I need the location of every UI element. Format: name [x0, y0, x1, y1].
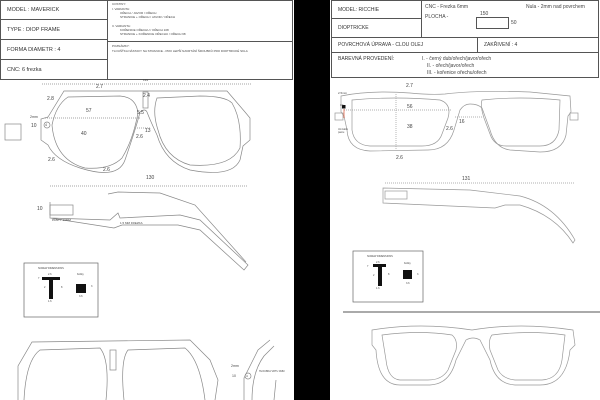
dim-bridge-w: 2.4	[143, 93, 150, 99]
dim-lens-h: 38	[407, 124, 413, 130]
screw-t-top: 2.6	[376, 261, 380, 264]
dim-pad: 2.5mm	[338, 91, 348, 95]
dim-bridge-h: 5.5	[137, 110, 144, 116]
dim-hinge: 4	[45, 123, 47, 127]
variant1-a: OŘECH / JAVOR / OŘECH	[120, 11, 157, 15]
color-variant-1: I. - černý dub/ořech/javor/ořech	[422, 56, 492, 62]
dim-bottom: 2.6	[396, 155, 403, 161]
variant1-title: I. VARIANTA:	[112, 7, 130, 11]
screw-t-bottom: 1.6	[48, 300, 52, 303]
left-drawing-sheet: MODEL : MAVERICK TYPE : DIOP FRAME FORMA…	[0, 0, 294, 400]
variant1-b: STRANICE + OŘECH / JAVOR / OŘECH	[120, 15, 176, 19]
dim-lens-h: 40	[81, 131, 87, 137]
nut-bottom: 3.6	[406, 282, 410, 285]
screw-t-right: 8	[61, 286, 63, 289]
screw-title: SCREW DIMENSIONS	[367, 255, 393, 258]
dim-top: 2.7	[406, 83, 413, 89]
dim-bridge: 16	[459, 119, 465, 125]
dim-side-h: 10	[340, 103, 344, 107]
plocha-height: 50	[511, 20, 517, 26]
nut-side: 3	[417, 273, 419, 276]
detail-hinge: 4	[246, 374, 248, 378]
nula-text: Nula - 2mm nad povrchem	[526, 4, 585, 10]
dim-width-top: 139	[143, 78, 149, 82]
dim-lens-w: 57	[86, 108, 92, 114]
nut-title: Kolíky	[77, 273, 84, 276]
aviator-frame-drawing	[4, 83, 277, 400]
colors-title: BAREVNÁ PROVEDENÍ:	[338, 56, 395, 62]
detail-pad: 2mm	[231, 364, 239, 368]
variant2-b: STRANICE + KOŘENICE OŘECHU / OŘECH 68	[120, 32, 186, 36]
screw-t-side: 7	[367, 265, 369, 268]
variant2-title: II. VARIANTA:	[112, 24, 131, 28]
detail-h: 10	[232, 374, 236, 378]
colors-cell: BAREVNÁ PROVEDENÍ:	[331, 52, 599, 78]
notes-title: POZNÁMKY:	[112, 44, 130, 48]
dim-bottom-left: 2.6	[48, 157, 55, 163]
dim-temple-len: 130	[146, 175, 155, 181]
dim-inner: 2.6	[446, 126, 453, 132]
right-drawing-sheet: MODEL: RICCHIE DIOPTRICKE POVRCHOVÁ ÚPRA…	[330, 0, 600, 400]
nut-title: Kolíky	[404, 262, 411, 265]
dim-bridge-gap: 13	[145, 128, 151, 134]
screw-title: SCREW DIMENSIONS	[38, 267, 64, 270]
notes-cell	[107, 41, 293, 80]
color-variant-3: III. - kořenice ořechu/ořech	[427, 70, 487, 76]
dim-bottom: 2.6	[103, 167, 110, 173]
frezka-note: 1.5 MM FREZKA	[120, 221, 143, 225]
screw-t-bottom: 1.6	[376, 287, 380, 290]
plocha-label: PLOCHA -	[425, 14, 449, 20]
detail-note: HLOUBKA VRTU 4MM	[259, 370, 285, 373]
notes-text: TLOUŠŤKA NÁSTAVY NA STRANICE - PRO LEPŠÍ…	[112, 49, 248, 53]
dim-top: 2.7	[96, 84, 103, 90]
color-variant-2: II. - ořech/javor/ořech	[427, 63, 475, 69]
dim-temple-h: 10	[37, 206, 43, 212]
hinge-note: Umístění pantu	[338, 128, 349, 134]
screw-t-top: 2.6	[48, 273, 52, 276]
dim-temple-top: 2.8	[47, 96, 54, 102]
screw-t-right: 8	[388, 273, 390, 276]
dim-lens-w: 56	[407, 104, 413, 110]
dim-side-h: 10	[31, 123, 37, 129]
colors-title: COSTINY:	[112, 2, 127, 6]
variant2-a: KOŘENICE OŘECHU / OŘECH 108	[120, 28, 169, 32]
dim-side-pad: 2mm	[30, 115, 38, 119]
screw-t-mid: 2	[44, 286, 46, 289]
temple-note: PANTY 10MM	[52, 218, 71, 222]
screw-t-side: 7	[38, 277, 40, 280]
rectangular-frame-drawing	[334, 90, 600, 386]
plocha-width: 150	[480, 11, 489, 17]
nut-bottom: 3.6	[79, 295, 83, 298]
screw-t-mid: 2	[373, 274, 375, 277]
nut-side: 3	[91, 285, 93, 288]
plocha-rect	[476, 17, 509, 29]
dim-inner: 2.6	[136, 134, 143, 140]
dim-temple-len: 131	[462, 176, 471, 182]
cnc-text: CNC - Frezka 6mm	[425, 4, 469, 10]
